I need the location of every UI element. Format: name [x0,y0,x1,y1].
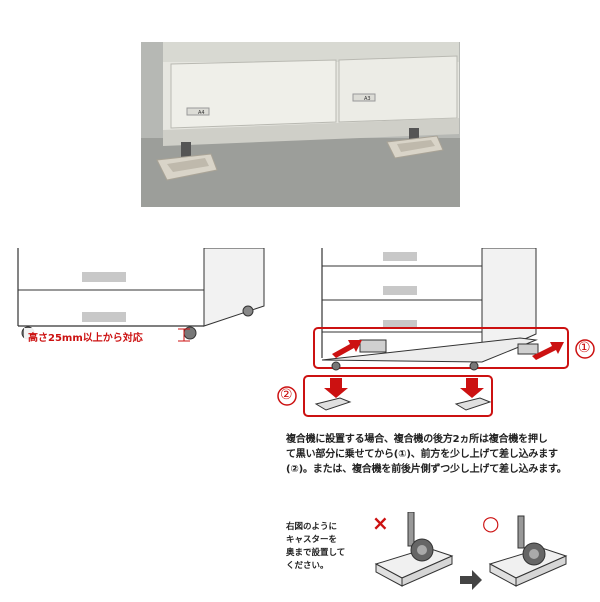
instruction-line-3: (②)。または、複合機を前後片側ずつ少し上げて差し込みます。 [286,464,567,475]
instruction-line-1: 複合機に設置する場合、複合機の後方2ヵ所は複合機を押し [286,434,548,445]
install-instructions: 複合機に設置する場合、複合機の後方2ヵ所は複合機を押し て黒い部分に乗せてから(… [286,432,586,477]
caster-note-line-2: キャスターを [286,535,338,545]
caster-copier-drawing [17,247,265,342]
step1-marker: ① [578,340,591,356]
copier-photo-drawing: A4 A3 [141,42,460,207]
caster-copier-figure [10,247,280,358]
photo-drawer-label-right: A3 [364,96,371,102]
correct-mark-icon: ○ [482,511,500,535]
caster-placement-drawing [374,511,568,590]
instruction-line-2: て黒い部分に乗せてから(①)、前方を少し上げて差し込みます [286,449,558,460]
photo-drawer-label-left: A4 [198,110,205,116]
copier-photo: A4 A3 [141,42,460,207]
caster-note-line-3: 奥まで設置して [286,548,346,558]
caster-placement-figure [368,511,568,598]
wrong-mark-icon: × [372,511,389,535]
caster-note-line-1: 右図のように [286,522,338,532]
caster-note-line-4: ください。 [286,561,329,571]
height-requirement-label: 高さ25mm以上から対応 [28,333,143,344]
riser-install-figure [270,247,600,428]
step2-marker: ② [280,387,293,403]
caster-note: 右図のように キャスターを 奥まで設置して ください。 [286,521,368,573]
riser-install-drawing [277,247,595,417]
